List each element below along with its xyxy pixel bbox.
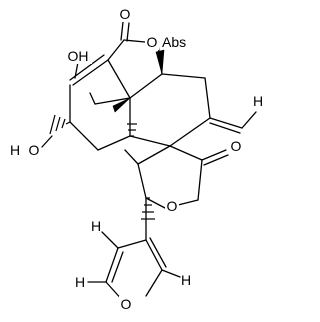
furan-o-label: O — [121, 296, 132, 312]
abs-flag-label: Abs — [162, 34, 186, 50]
o-lactone1-carbonyl-label: O — [120, 6, 131, 22]
o-lactone2-carbonyl-label: O — [231, 138, 242, 154]
molecular-structure: O O Abs OH H O H O O O H H H — [10, 6, 263, 312]
furan-h-right-label: H — [181, 272, 191, 288]
h-methylene-label: H — [253, 93, 263, 109]
oh-upper-label: OH — [68, 48, 89, 64]
furan-h-left-bottom-label: H — [75, 274, 85, 290]
bridge-bond — [94, 97, 131, 105]
stereo-bonds — [49, 49, 165, 220]
oh-lower-h-label: H — [10, 142, 20, 158]
left-cyclohexene-ring — [69, 59, 131, 151]
atom-labels: O O Abs OH H O H O O O H H H — [10, 6, 263, 312]
oh-lower-label: O — [29, 142, 40, 158]
bridge-bond-2 — [89, 92, 96, 105]
o-lactone1-ring-label: O — [147, 34, 158, 50]
right-cyclohexane-ring — [129, 73, 257, 147]
spiro-lactone-ring — [124, 145, 229, 209]
o-lactone2-ring-label: O — [167, 198, 178, 214]
furan-h-left-top-label: H — [91, 218, 101, 234]
